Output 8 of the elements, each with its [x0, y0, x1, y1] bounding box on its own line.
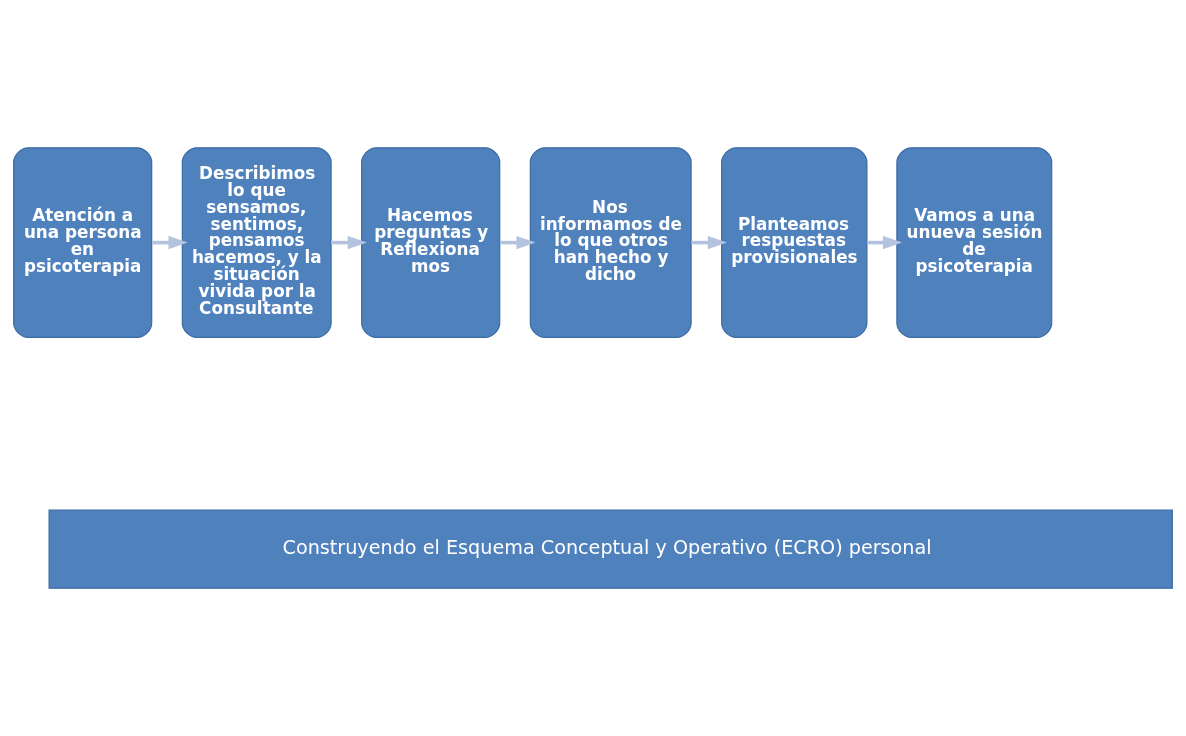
- node-box: Atención a una persona en psicoterapia: [13, 147, 153, 338]
- node-box: Vamos a una unueva sesión de psicoterapia: [896, 147, 1053, 338]
- arrow: [331, 235, 367, 250]
- node-box: Planteamos respuestas provisionales: [721, 147, 868, 338]
- node-box: Hacemos preguntas y Reflexiona mos: [361, 147, 501, 338]
- node-box: Construyendo el Esquema Conceptual y Operativo (ECRO) personal: [48, 509, 1173, 589]
- node-box: Nos informamos de lo que otros han hecho y dicho: [529, 147, 692, 338]
- node-box: Describimos lo que sensamos, sentimos, pensamos hacemos, y la situación vivida por la Consultante: [181, 147, 332, 338]
